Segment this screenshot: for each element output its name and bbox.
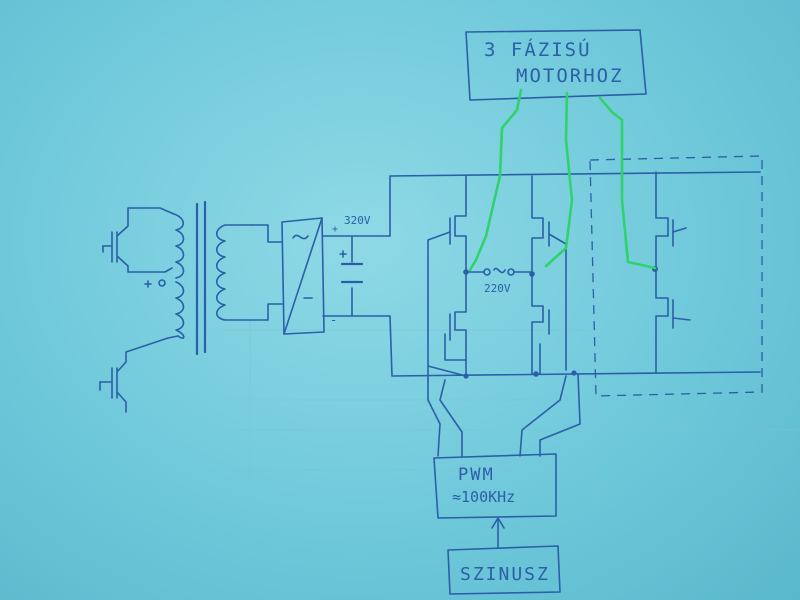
motor-block — [465, 29, 647, 101]
transformer-primary — [144, 213, 185, 339]
ac-output — [465, 267, 533, 276]
ac-output-label: 220V — [484, 282, 511, 295]
dc-plus-label: + — [332, 224, 338, 235]
dc-voltage-label: 320V — [344, 214, 371, 227]
pwm-frequency-label: ≈100KHz — [452, 488, 515, 506]
pwm-label: PWM — [458, 465, 495, 485]
paper-grid — [220, 320, 800, 520]
sine-source-label: SZINUSZ — [460, 564, 550, 585]
third-phase-leg — [652, 171, 691, 373]
h-bridge-left-leg — [427, 175, 469, 377]
dc-minus-label: - — [330, 313, 337, 327]
gate-drive-wires — [427, 365, 581, 457]
third-phase-box — [589, 155, 763, 397]
bus-nodes — [463, 370, 577, 379]
motor-label-line1: 3 FÁZISÚ — [484, 37, 592, 61]
dc-bus — [322, 171, 761, 377]
push-pull-transistors — [99, 207, 179, 413]
motor-label-line2: MOTORHOZ — [516, 65, 624, 87]
h-bridge-right-leg — [529, 175, 567, 377]
sine-to-pwm-arrow — [491, 517, 505, 549]
pwm-block — [433, 453, 557, 519]
sine-source-block — [447, 545, 561, 595]
motor-wiring — [468, 88, 657, 272]
rectifier-block — [281, 217, 325, 335]
transformer-secondary — [215, 224, 283, 321]
transformer-core — [195, 200, 207, 356]
